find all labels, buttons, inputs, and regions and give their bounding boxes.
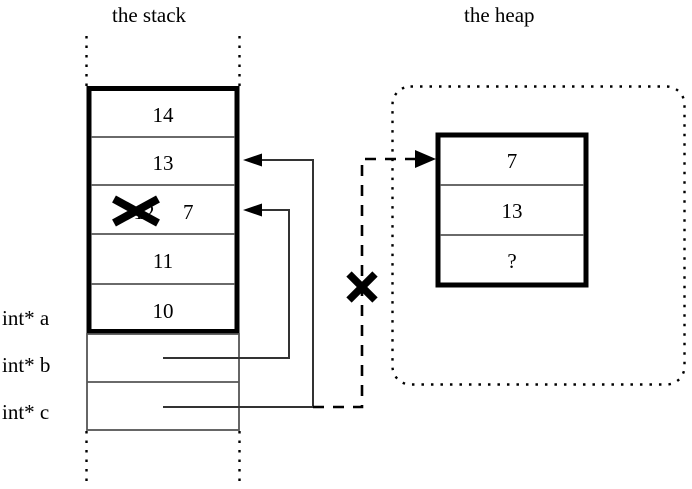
stack-cell-value-3: 11 — [152, 249, 174, 273]
broken-heap-pointer-dashed — [313, 150, 436, 409]
stack-cell-value-2-struck: 12 — [133, 200, 155, 224]
stack-title: the stack — [112, 3, 187, 27]
heap-block-frame — [435, 132, 589, 288]
heap-cell-value-0: 7 — [506, 149, 518, 173]
stack-frame — [86, 86, 240, 334]
pointer-c-arrow — [163, 153, 314, 408]
pointer-label-b: int* b — [2, 353, 51, 377]
heap-cell-value-2: ? — [507, 249, 517, 273]
heap-title: the heap — [464, 3, 535, 27]
stack-cell-value-0: 14 — [152, 103, 174, 127]
pointer-label-c: int* c — [2, 400, 50, 424]
pointer-b-arrow — [163, 203, 290, 359]
broken-link-x-mark — [346, 271, 378, 303]
struck-value-x-mark — [112, 195, 160, 227]
stack-cell-value-4: 10 — [152, 299, 174, 323]
heap-region-boundary — [391, 85, 686, 386]
stack-cell-value-2-updated: 7 — [183, 200, 194, 224]
pointer-label-a: int* a — [2, 306, 50, 330]
stack-cell-value-1: 13 — [152, 151, 174, 175]
heap-cell-value-1: 13 — [501, 199, 523, 223]
